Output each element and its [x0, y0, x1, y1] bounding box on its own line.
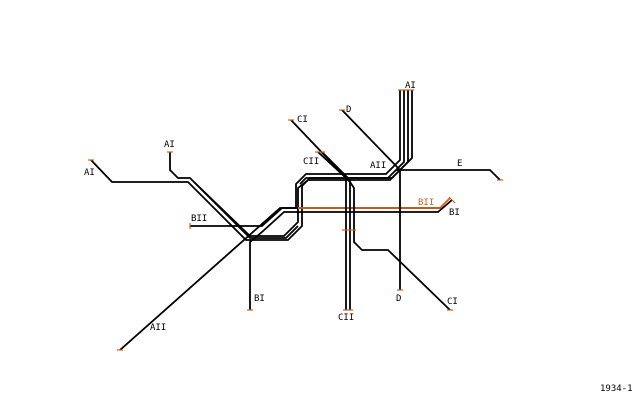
label-aii-southwest: AII: [150, 323, 166, 333]
route-lines: [90, 90, 501, 351]
label-bi-south: BI: [254, 294, 265, 304]
map-stamp: 1934-1: [600, 384, 633, 394]
label-bii-east: BII: [418, 198, 434, 208]
label-cii-north: CII: [303, 157, 319, 167]
label-bi-east: BI: [449, 208, 460, 218]
route-line-bi: [249, 199, 453, 310]
route-line-e: [396, 169, 501, 181]
route-line-ai-west: [90, 90, 405, 241]
route-line-aii: [119, 90, 401, 351]
terminus-bi-east: [448, 196, 456, 204]
route-line-ai-northwest: [169, 152, 299, 239]
label-ai-north: AI: [405, 81, 416, 91]
label-aii-center: AII: [370, 161, 386, 171]
terminus-markers: [88, 89, 503, 351]
route-line-bii-west: [190, 207, 440, 227]
label-ai-northwest: AI: [164, 140, 175, 150]
label-ci-north: CI: [297, 115, 308, 125]
route-line-cii-parallel: [321, 151, 351, 310]
label-ai-west: AI: [84, 168, 95, 178]
label-d-south: D: [396, 294, 401, 304]
route-line-cii: [317, 151, 347, 310]
label-bii-west: BII: [191, 214, 207, 224]
route-labels: AI AI AI AII AII BI BI BII BII CI CI CII…: [84, 81, 633, 394]
label-cii-south: CII: [338, 313, 354, 323]
label-e-east: E: [457, 159, 462, 169]
route-line-bundle-inner: [299, 90, 413, 185]
label-d-north: D: [346, 105, 351, 115]
route-line-ci: [290, 119, 451, 311]
label-ci-southeast: CI: [447, 297, 458, 307]
